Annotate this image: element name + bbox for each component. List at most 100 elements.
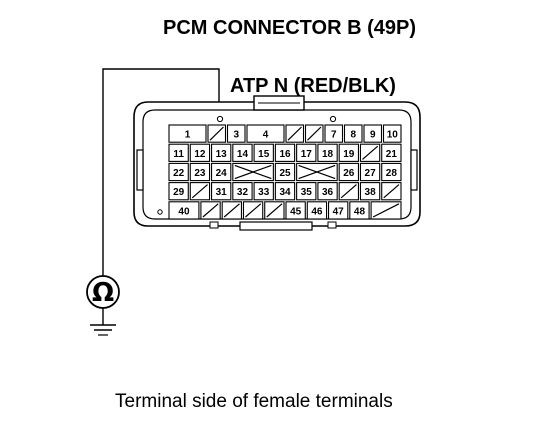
terminal-cell: [359, 143, 381, 162]
terminal-cell: 26: [338, 162, 360, 182]
wire-label: ATP N (RED/BLK): [230, 75, 396, 97]
terminal-cell: 40: [168, 201, 200, 220]
terminal-cell: 46: [306, 201, 328, 220]
empty-cavity-mark: [223, 203, 240, 218]
terminal-cell: 21: [381, 143, 402, 162]
terminal-number: 34: [279, 187, 291, 198]
terminal-cell: 16: [274, 143, 296, 162]
empty-cavity-mark: [307, 126, 322, 141]
terminal-cell: 48: [349, 201, 370, 220]
terminal-cell: [200, 201, 221, 220]
terminal-cell: [370, 201, 402, 220]
terminal-cell: 47: [327, 201, 349, 220]
terminal-number: 26: [343, 168, 355, 179]
terminal-cell: 25: [274, 162, 296, 182]
terminal-cell: [264, 201, 285, 220]
blocked-cavity: [296, 162, 338, 182]
terminal-number: 29: [173, 187, 185, 198]
terminal-number: 8: [350, 130, 356, 141]
terminal-cell: 27: [359, 162, 381, 182]
terminal-cell: 28: [381, 162, 402, 182]
terminal-cell: [221, 201, 243, 220]
terminal-number: 9: [370, 130, 376, 141]
terminal-cell: 9: [363, 124, 383, 143]
terminal-number: 28: [386, 168, 398, 179]
empty-cavity-mark: [383, 184, 400, 199]
diagram-title: PCM CONNECTOR B (49P): [163, 17, 416, 39]
terminal-number: 17: [301, 149, 313, 160]
terminal-number: 14: [237, 149, 249, 160]
terminal-number: 27: [365, 168, 377, 179]
probe-wire: [102, 68, 220, 277]
empty-cavity-mark: [372, 203, 400, 218]
terminal-cell: 36: [317, 182, 338, 201]
terminal-cell: 10: [382, 124, 402, 143]
terminal-cell: 17: [296, 143, 317, 162]
terminal-cell: 12: [189, 143, 211, 162]
terminal-cell: [207, 124, 227, 143]
terminal-number: 12: [194, 149, 206, 160]
terminal-number: 36: [322, 187, 334, 198]
terminal-number: 32: [237, 187, 249, 198]
terminal-number: 21: [386, 149, 398, 160]
terminal-cell: 22: [168, 162, 189, 182]
terminal-cell: 14: [232, 143, 253, 162]
terminal-cell: 32: [232, 182, 253, 201]
empty-cavity-mark: [191, 184, 208, 199]
terminal-number: 16: [279, 149, 291, 160]
ground-icon: [90, 324, 116, 336]
terminal-cell: 34: [274, 182, 296, 201]
terminal-number: 48: [354, 206, 366, 217]
terminal-cell: [381, 182, 402, 201]
blocked-cavity: [232, 162, 274, 182]
empty-cavity-mark: [340, 184, 357, 199]
terminal-cell: 31: [210, 182, 232, 201]
terminal-number: 7: [331, 130, 337, 141]
terminal-cell: 19: [338, 143, 360, 162]
terminal-number: 33: [258, 187, 270, 198]
terminal-number: 1: [185, 130, 191, 141]
terminal-number: 23: [194, 168, 206, 179]
empty-cavity-mark: [209, 126, 224, 141]
terminal-cell: [304, 124, 324, 143]
terminal-number: 35: [301, 187, 313, 198]
diagram-caption: Terminal side of female terminals: [115, 391, 393, 412]
terminal-cell: 33: [253, 182, 274, 201]
terminal-cell: [189, 182, 211, 201]
terminal-cell: 18: [317, 143, 338, 162]
terminal-cell: 1: [168, 124, 207, 143]
terminal-number: 13: [216, 149, 228, 160]
terminal-cell: 24: [210, 162, 232, 182]
terminal-cell: 15: [253, 143, 274, 162]
terminal-cell: 13: [210, 143, 232, 162]
terminal-number: 45: [290, 206, 302, 217]
terminal-cell: 29: [168, 182, 189, 201]
terminal-cell: [242, 201, 264, 220]
empty-cavity-mark: [362, 145, 379, 160]
terminal-number: 3: [233, 130, 239, 141]
terminal-number: 38: [365, 187, 377, 198]
terminal-number: 19: [343, 149, 355, 160]
terminal-number: 31: [216, 187, 228, 198]
terminal-cell: 3: [226, 124, 246, 143]
terminal-number: 46: [311, 206, 323, 217]
terminal-number: 47: [333, 206, 345, 217]
terminal-number: 40: [178, 206, 190, 217]
terminal-number: 11: [173, 149, 184, 160]
terminal-cell: 4: [246, 124, 285, 143]
terminal-cell: 38: [359, 182, 381, 201]
terminal-cell: 7: [324, 124, 344, 143]
ohmmeter: Ω: [86, 275, 120, 325]
terminal-cell: 23: [189, 162, 211, 182]
terminal-cell: [338, 182, 360, 201]
empty-cavity-mark: [266, 203, 283, 218]
terminal-number: 15: [258, 149, 270, 160]
terminal-number: 4: [263, 130, 269, 141]
empty-cavity-mark: [245, 203, 262, 218]
terminal-cell: 35: [296, 182, 317, 201]
empty-cavity-mark: [202, 203, 219, 218]
terminal-number: 25: [279, 168, 291, 179]
ohm-symbol: Ω: [92, 278, 114, 308]
